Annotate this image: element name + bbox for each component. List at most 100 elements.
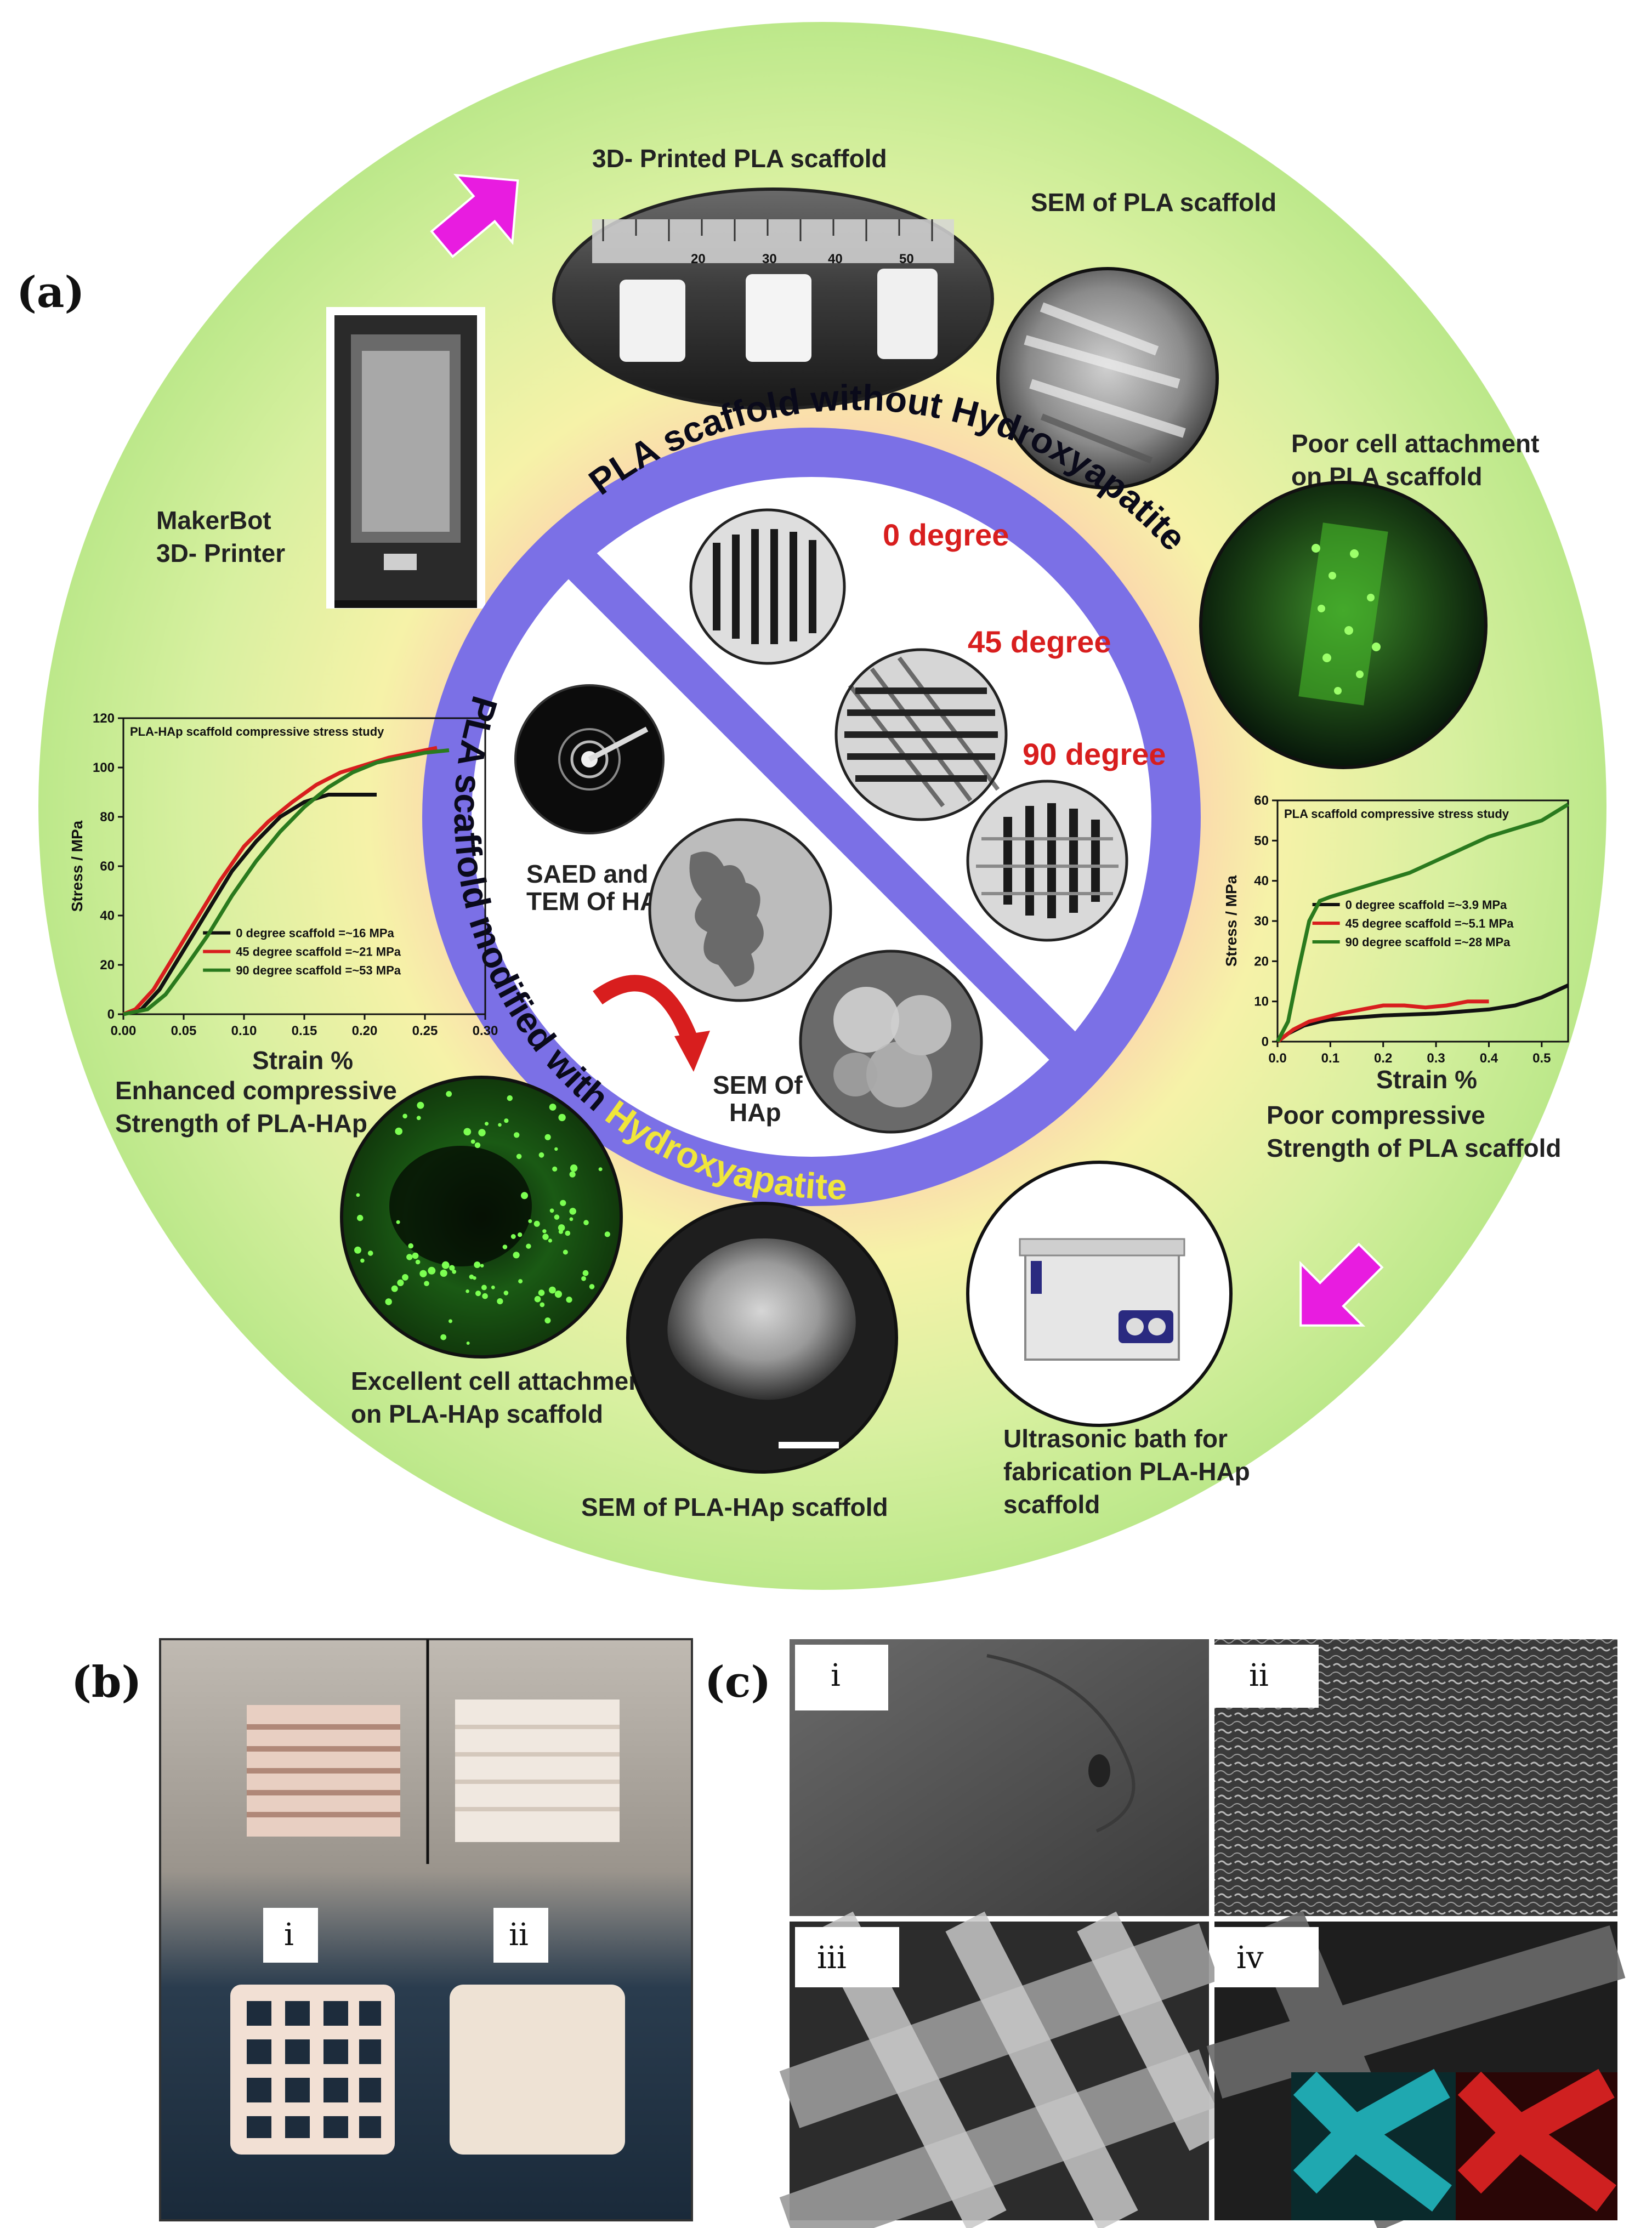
y-tick-label: 80 xyxy=(100,810,115,825)
curved-arrow-icon xyxy=(593,975,710,1072)
ruler-tick: 20 xyxy=(691,252,706,266)
fluorescent-cell-dot xyxy=(424,1281,429,1286)
y-tick-label: 100 xyxy=(93,760,115,775)
sem-hap-photo xyxy=(799,950,983,1134)
fluorescent-cell-dot xyxy=(533,1220,540,1227)
fluorescent-cell-dot xyxy=(412,1252,419,1259)
label-poor-strength-2: Strength of PLA scaffold xyxy=(1267,1134,1562,1162)
fluorescent-cell-dot xyxy=(441,1261,450,1269)
fluorescent-cell-dot xyxy=(507,1095,513,1101)
label-enhanced-2: Strength of PLA-HAp xyxy=(115,1109,367,1138)
series-line xyxy=(1275,803,1569,1043)
fluorescent-cell-dot xyxy=(415,1259,421,1265)
chart-right-xlabel: Strain % xyxy=(1376,1065,1477,1094)
y-tick-label: 0 xyxy=(107,1007,115,1022)
fluorescent-cell-dot xyxy=(402,1113,407,1119)
label-sem-of-1: SEM Of xyxy=(713,1071,803,1099)
x-tick-label: 0.0 xyxy=(1268,1051,1286,1066)
x-tick-label: 0.30 xyxy=(473,1024,498,1038)
fluorescent-cell-dot xyxy=(569,1217,574,1221)
chart-left-xlabel: Strain % xyxy=(252,1046,353,1075)
panel-label-c: (c) xyxy=(705,1657,771,1707)
y-tick-label: 40 xyxy=(100,908,115,923)
label-enhanced-1: Enhanced compressive xyxy=(115,1076,397,1105)
fluorescent-cell-dot xyxy=(569,1171,576,1178)
legend-entry: 45 degree scaffold =~21 MPa xyxy=(236,945,401,959)
fluorescent-cell-dot xyxy=(542,1234,549,1240)
fluorescent-cell-dot xyxy=(538,1152,544,1158)
x-tick-label: 0.1 xyxy=(1321,1051,1339,1066)
fluorescent-cell-dot xyxy=(417,1101,424,1109)
label-poor-strength-1: Poor compressive xyxy=(1267,1101,1485,1129)
fluorescent-cell-dot xyxy=(565,1230,571,1236)
y-tick-label: 0 xyxy=(1262,1035,1269,1049)
excellent-cell-attachment-photo xyxy=(340,1076,623,1359)
fluorescent-cell-dot xyxy=(397,1279,404,1286)
fluorescent-cell-dot xyxy=(356,1193,360,1197)
fluorescent-cell-dot xyxy=(583,1220,589,1225)
x-tick-label: 0.15 xyxy=(292,1024,317,1038)
label-poor-cell-1: Poor cell attachment xyxy=(1291,429,1539,458)
legend-entry: 0 degree scaffold =~16 MPa xyxy=(236,927,394,940)
fluorescent-cell-dot xyxy=(510,1234,516,1239)
arrow-top-icon xyxy=(430,174,519,258)
fluorescent-cell-dot xyxy=(528,1219,532,1223)
label-ultrasonic-3: scaffold xyxy=(1003,1490,1100,1519)
fluorescent-cell-dot xyxy=(504,1118,509,1123)
scaffold-ii-top xyxy=(450,1985,625,2155)
panel-b-label-ii: ii xyxy=(509,1917,529,1953)
saed-pattern-photo xyxy=(514,684,665,834)
fluorescent-cell-dot xyxy=(542,1229,547,1234)
fluorescent-cell-dot xyxy=(419,1270,427,1277)
fluorescent-cell-dot xyxy=(502,1244,508,1249)
legend-entry: 0 degree scaffold =~3.9 MPa xyxy=(1346,898,1507,912)
fluorescent-cell-dot xyxy=(514,1132,520,1138)
label-makerbot-2: 3D- Printer xyxy=(156,539,285,567)
fluorescent-cell-dot xyxy=(480,1264,484,1268)
y-tick-label: 60 xyxy=(1254,793,1269,808)
x-tick-label: 0.2 xyxy=(1374,1051,1392,1066)
fluorescent-cell-dot xyxy=(465,1289,469,1293)
fluorescent-cell-dot xyxy=(513,1252,520,1259)
label-ultrasonic-1: Ultrasonic bath for xyxy=(1003,1424,1228,1453)
fluorescent-cell-dot xyxy=(449,1265,455,1271)
panel-c-label-iii: iii xyxy=(817,1940,847,1976)
y-tick-label: 60 xyxy=(100,859,115,874)
degree-label-45: 45 degree xyxy=(968,624,1111,659)
fluorescent-cell-dot xyxy=(452,1269,457,1274)
fluorescent-cell-dot xyxy=(402,1274,408,1281)
chart-title: PLA scaffold compressive stress study xyxy=(1284,807,1509,821)
scaffold-90-degree xyxy=(966,780,1128,942)
label-ultrasonic-2: fabrication PLA-HAp xyxy=(1003,1457,1250,1486)
fluorescent-cell-dot xyxy=(396,1220,400,1224)
label-printed-scaffold: 3D- Printed PLA scaffold xyxy=(592,144,887,173)
sem-pla-photo xyxy=(996,267,1219,490)
fluorescent-cell-dot xyxy=(518,1279,523,1284)
fluorescent-cell-dot xyxy=(406,1254,413,1260)
makerbot-printer-photo xyxy=(326,307,485,609)
fluorescent-cell-dot xyxy=(395,1127,402,1135)
tem-hap-photo xyxy=(648,818,832,1002)
scaffold-ii-side xyxy=(455,1700,620,1842)
y-tick-label: 40 xyxy=(1254,874,1269,889)
fluorescent-cell-dot xyxy=(360,1258,365,1263)
fluorescent-cell-dot xyxy=(440,1334,447,1340)
panel-a: (a) 3D- Printed PLA scaffold SEM of PLA … xyxy=(16,22,1606,1590)
label-makerbot-1: MakerBot xyxy=(156,506,271,535)
fluorescent-cell-dot xyxy=(516,1153,522,1160)
fluorescent-cell-dot xyxy=(521,1192,528,1200)
fluorescent-cell-dot xyxy=(367,1251,373,1256)
y-axis-label: Stress / MPa xyxy=(69,820,86,912)
fluorescent-cell-dot xyxy=(544,1317,551,1324)
fluorescent-cell-dot xyxy=(518,1232,523,1237)
fluorescent-cell-dot xyxy=(604,1231,610,1237)
fluorescent-cell-dot xyxy=(440,1269,447,1277)
fluorescent-cell-dot xyxy=(470,1139,475,1144)
y-tick-label: 20 xyxy=(1254,954,1269,969)
fluorescent-cell-dot xyxy=(558,1224,565,1231)
y-tick-label: 50 xyxy=(1254,833,1269,848)
fluorescent-cell-dot xyxy=(385,1298,392,1305)
label-sem-pla-hap-scaffold: SEM of PLA-HAp scaffold xyxy=(581,1493,888,1521)
fluorescent-cell-dot xyxy=(540,1302,545,1308)
